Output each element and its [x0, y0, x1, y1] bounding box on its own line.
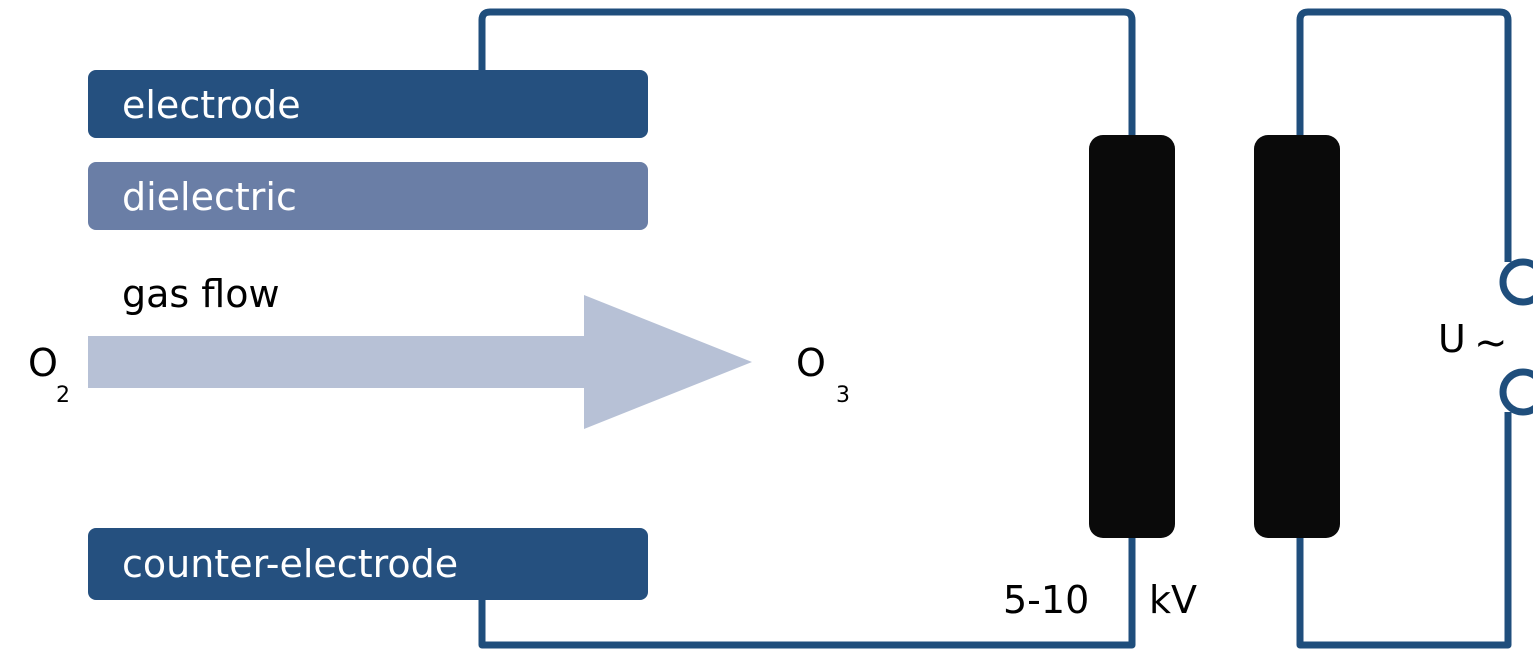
gas-flow-arrow	[88, 295, 752, 429]
inlet-subscript: 2	[56, 383, 70, 408]
electrode-label: electrode	[122, 83, 301, 127]
source-wire	[1296, 8, 1512, 649]
source-ac-icon: ~	[1474, 320, 1508, 366]
source-terminal-top	[1499, 258, 1533, 306]
dielectric-bar	[88, 162, 648, 230]
gas-flow-label: gas flow	[122, 272, 280, 316]
transformer-core-right	[1254, 135, 1340, 538]
outlet-subscript: 3	[836, 383, 850, 408]
source-symbol: U	[1438, 317, 1466, 361]
electrode-bar	[88, 70, 648, 138]
high-voltage-wire	[478, 8, 1136, 649]
counter-electrode-bar	[88, 528, 648, 600]
inlet-symbol: O	[28, 341, 58, 385]
transformer-core-left	[1089, 135, 1175, 538]
counter-electrode-label: counter-electrode	[122, 542, 458, 586]
dielectric-label: dielectric	[122, 175, 297, 219]
voltage-unit: kV	[1149, 578, 1197, 622]
outlet-symbol: O	[796, 341, 826, 385]
voltage-value: 5-10	[1003, 578, 1089, 622]
source-terminal-bottom	[1499, 368, 1533, 416]
